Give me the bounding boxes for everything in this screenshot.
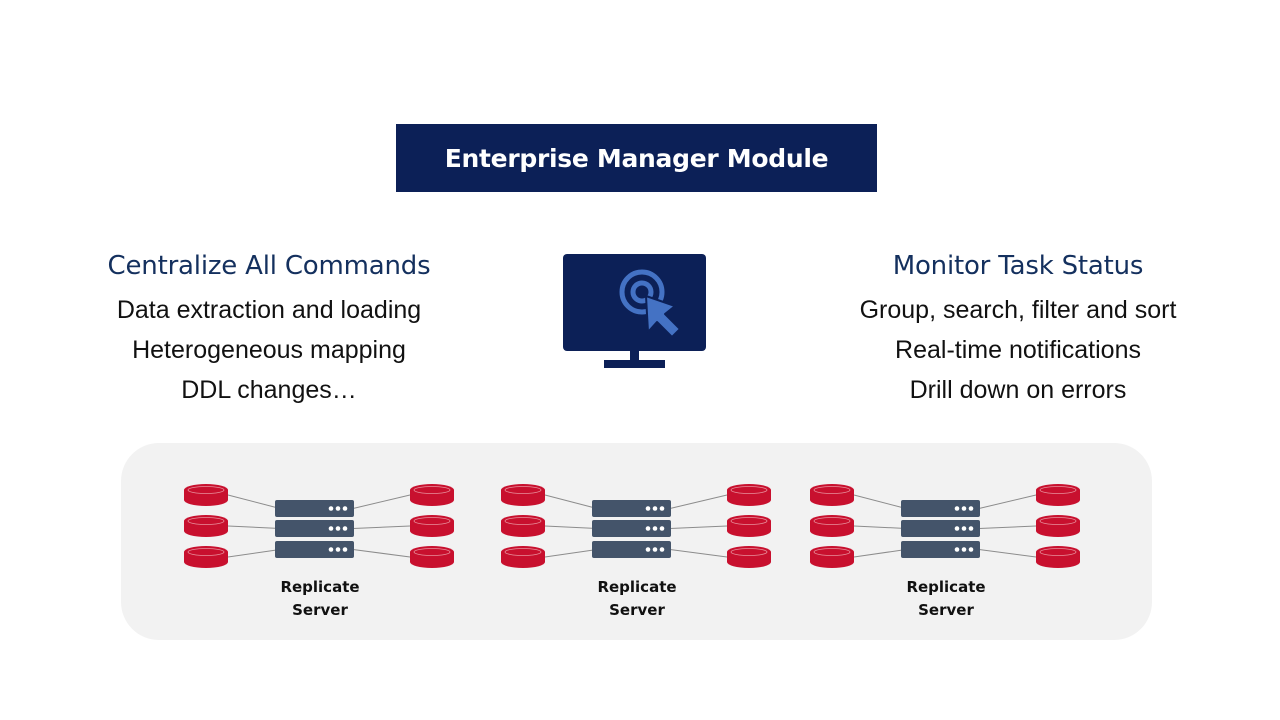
connector-line: [853, 494, 907, 509]
database-icon: [501, 484, 545, 506]
connector-line: [669, 549, 728, 558]
database-icon: [1036, 515, 1080, 537]
cluster-label: Replicate Server: [587, 576, 687, 622]
server-icon: [275, 541, 354, 558]
database-icon: [810, 515, 854, 537]
server-icon: [901, 500, 980, 517]
connector-line: [978, 494, 1037, 509]
database-icon: [184, 484, 228, 506]
server-icon: [592, 500, 671, 517]
monitor-task-status-section: Monitor Task Status Group, search, filte…: [808, 248, 1228, 410]
database-icon: [410, 484, 454, 506]
server-icon: [275, 520, 354, 537]
database-icon: [501, 546, 545, 568]
cluster-label-line2: Server: [918, 601, 974, 619]
database-icon: [810, 484, 854, 506]
connector-line: [227, 525, 281, 529]
database-icon: [727, 515, 771, 537]
server-icon: [592, 520, 671, 537]
left-heading: Centralize All Commands: [107, 251, 431, 281]
database-icon: [1036, 546, 1080, 568]
connector-line: [544, 494, 598, 509]
connector-line: [227, 494, 281, 509]
cluster-label-line1: Replicate: [280, 578, 360, 596]
connector-line: [352, 494, 411, 509]
connector-line: [544, 525, 598, 529]
connector-line: [544, 549, 598, 558]
database-icon: [184, 546, 228, 568]
database-icon: [410, 515, 454, 537]
connector-line: [669, 494, 728, 509]
database-server-diagram: [810, 484, 1080, 568]
server-icon: [901, 520, 980, 537]
database-icon: [410, 546, 454, 568]
cluster-label: Replicate Server: [896, 576, 996, 622]
right-item: Group, search, filter and sort: [859, 296, 1177, 324]
database-icon: [501, 515, 545, 537]
server-icon: [275, 500, 354, 517]
title-banner: Enterprise Manager Module: [396, 124, 877, 192]
database-icon: [810, 546, 854, 568]
right-item: Real-time notifications: [895, 336, 1141, 364]
left-item: Data extraction and loading: [116, 296, 422, 324]
database-server-diagram: [501, 484, 771, 568]
database-icon: [184, 515, 228, 537]
cluster-label: Replicate Server: [270, 576, 370, 622]
connector-line: [669, 525, 728, 529]
replicate-cluster-3: Replicate Server: [810, 483, 1082, 623]
right-heading: Monitor Task Status: [892, 251, 1144, 281]
cluster-label-line1: Replicate: [597, 578, 677, 596]
replicate-cluster-2: Replicate Server: [501, 483, 773, 623]
connector-line: [853, 549, 907, 558]
right-item: Drill down on errors: [909, 376, 1127, 404]
left-item: Heterogeneous mapping: [132, 336, 406, 364]
connector-line: [352, 549, 411, 558]
monitor-with-pointer-icon: [563, 254, 707, 375]
connector-line: [853, 525, 907, 529]
connector-line: [352, 525, 411, 529]
left-item: DDL changes…: [181, 376, 357, 404]
database-icon: [1036, 484, 1080, 506]
cluster-label-line1: Replicate: [906, 578, 986, 596]
server-icon: [901, 541, 980, 558]
title-text: Enterprise Manager Module: [444, 143, 829, 173]
cluster-label-line2: Server: [292, 601, 348, 619]
connector-line: [978, 549, 1037, 558]
connector-line: [978, 525, 1037, 529]
database-icon: [727, 484, 771, 506]
cluster-label-line2: Server: [609, 601, 665, 619]
server-icon: [592, 541, 671, 558]
database-icon: [727, 546, 771, 568]
replicate-cluster-1: Replicate Server: [184, 483, 456, 623]
database-server-diagram: [184, 484, 454, 568]
connector-line: [227, 549, 281, 558]
centralize-commands-section: Centralize All Commands Data extraction …: [59, 248, 479, 410]
